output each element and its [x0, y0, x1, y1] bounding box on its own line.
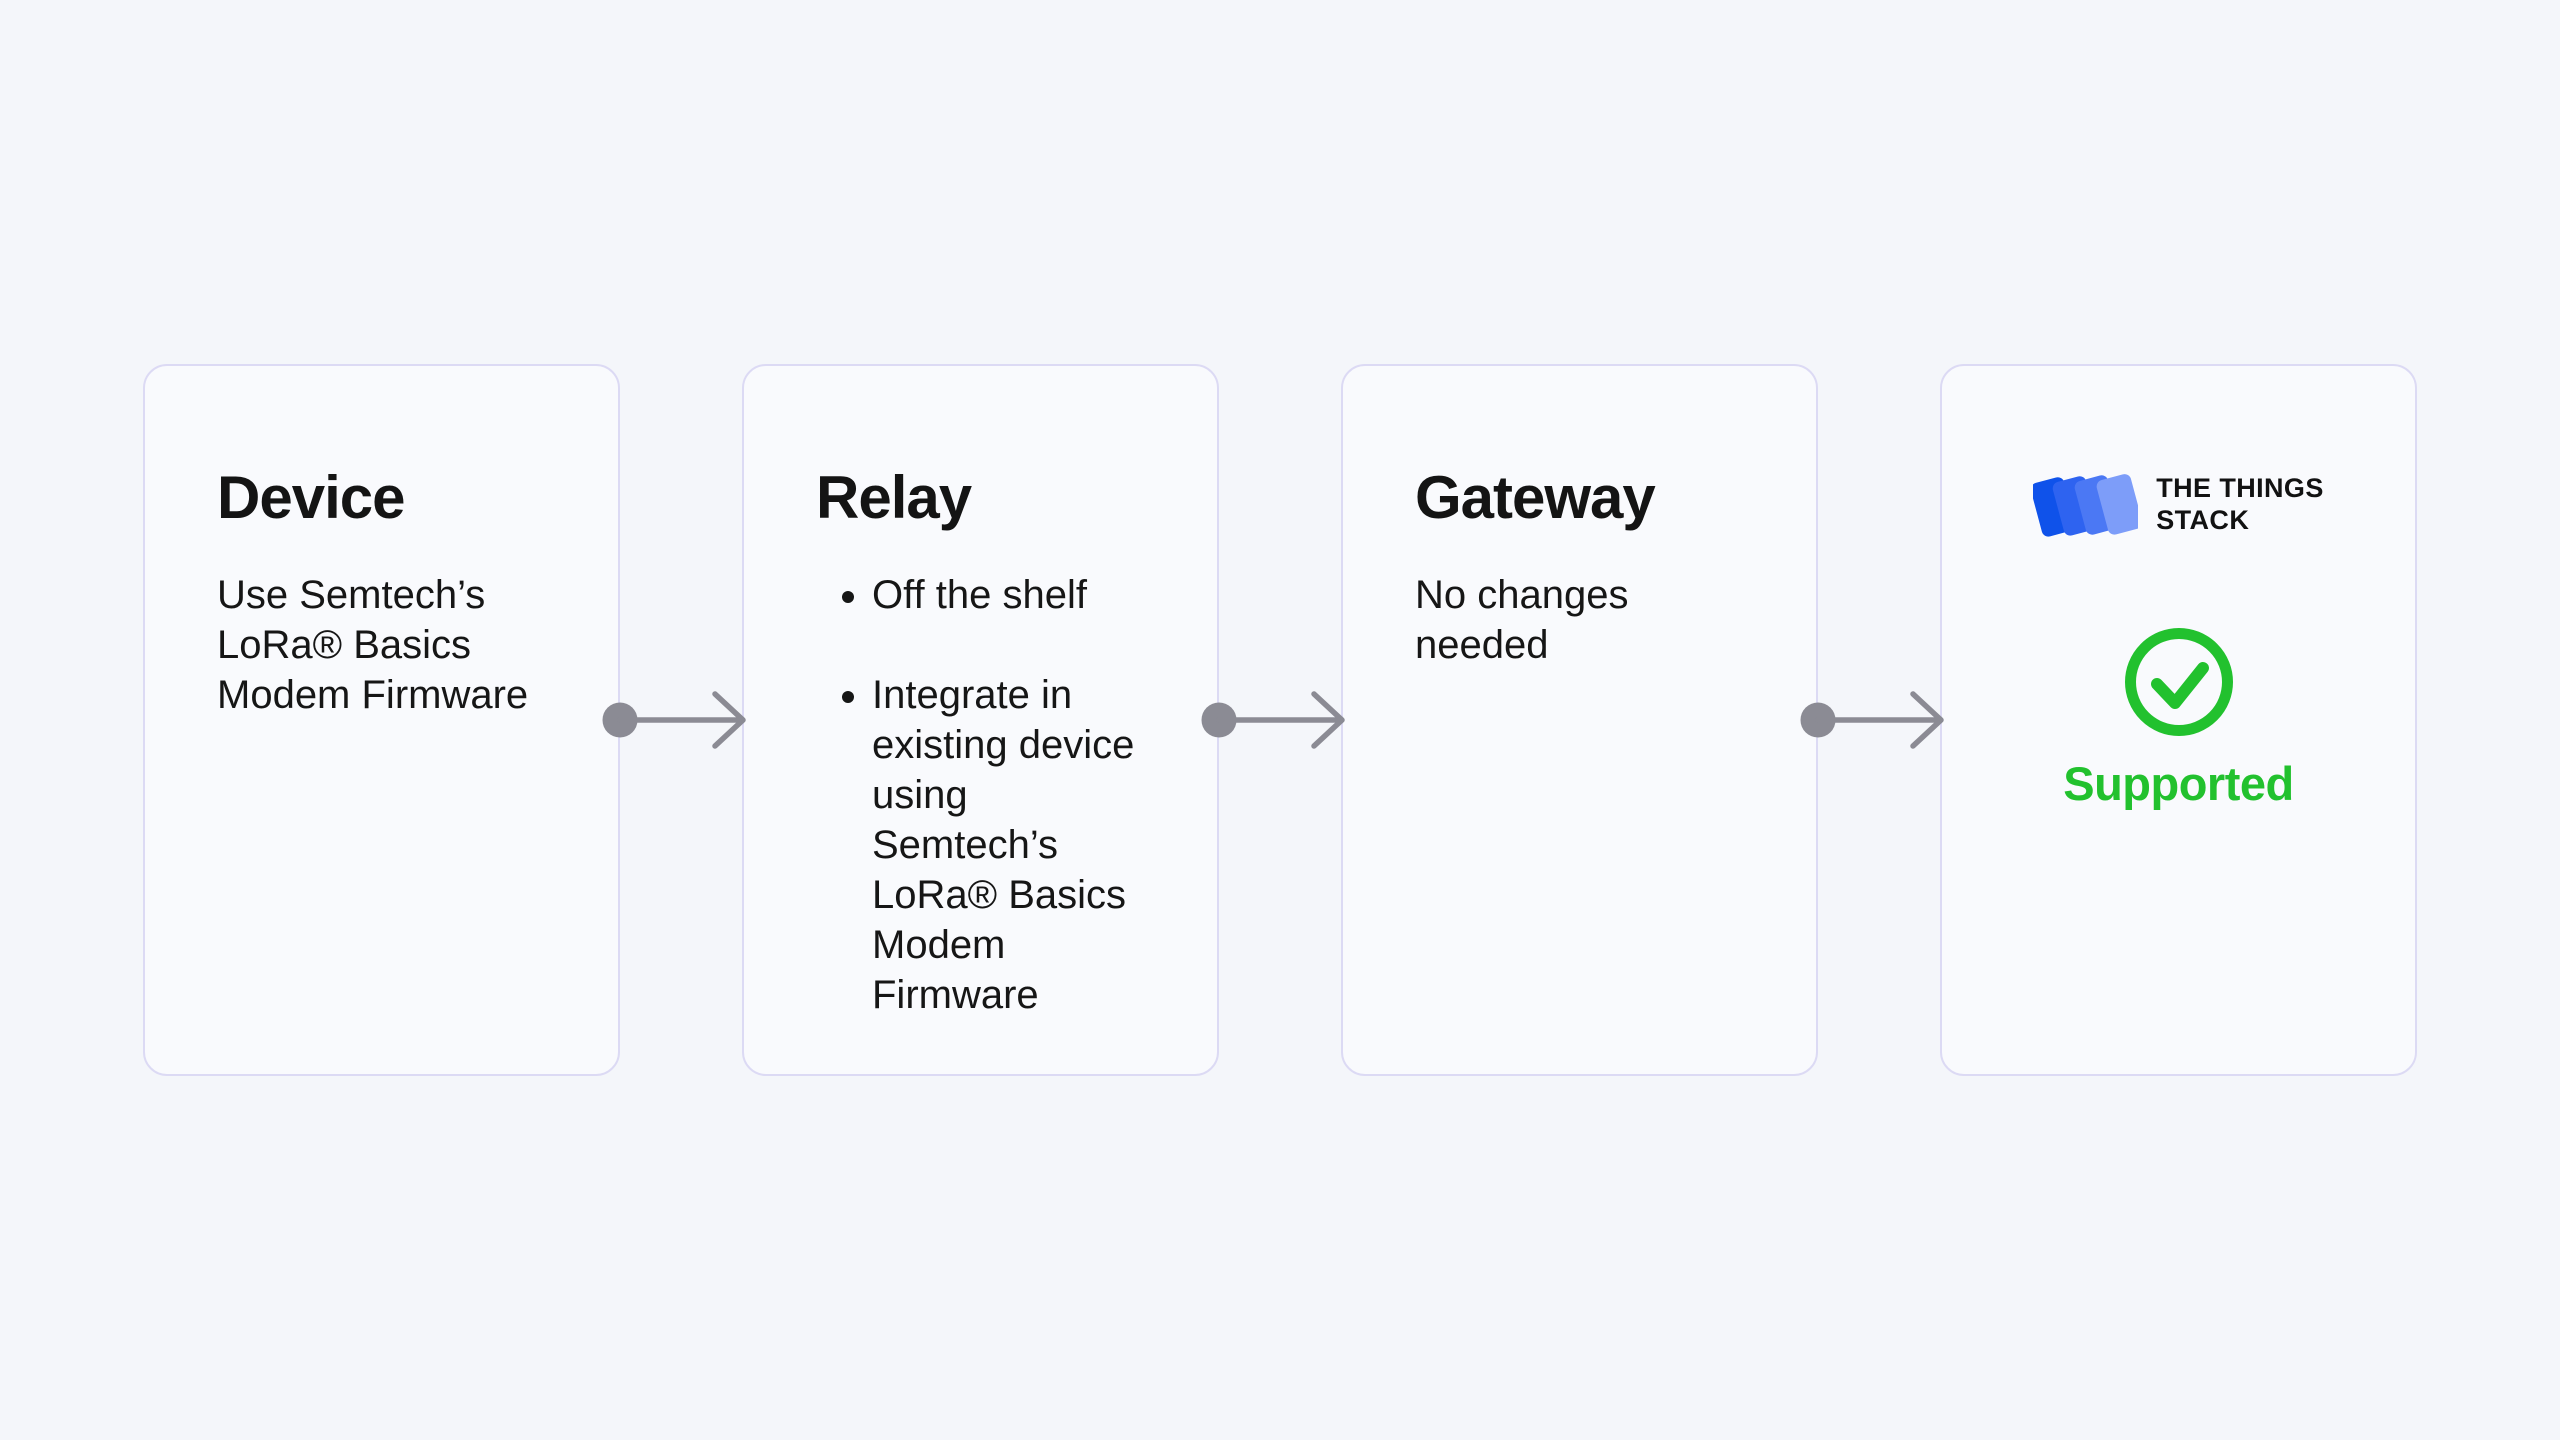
status-badge: Supported	[2063, 757, 2294, 810]
things-stack-logo: THE THINGS STACK	[2033, 470, 2324, 540]
card-things-stack: THE THINGS STACK Supported	[1940, 364, 2417, 1076]
card-body: Use Semtech’s LoRa® Basics Modem Firmwar…	[217, 573, 529, 717]
card-gateway: Gateway No changes needed	[1341, 364, 1818, 1076]
card-title: Gateway	[1415, 464, 1656, 531]
flow-connector	[1201, 688, 1345, 752]
list-item: Integrate in existing device using Semte…	[872, 670, 1157, 1020]
card-title: Device	[217, 464, 405, 531]
card-device: Device Use Semtech’s LoRa® Basics Modem …	[143, 364, 620, 1076]
flow-connector	[602, 688, 746, 752]
card-relay: Relay Off the shelf Integrate in existin…	[742, 364, 1219, 1076]
relay-bullet-list: Off the shelf Integrate in existing devi…	[816, 570, 1157, 1020]
arrow-right-icon	[602, 691, 746, 749]
card-body: No changes needed	[1415, 573, 1629, 667]
flow-connector	[1800, 688, 1944, 752]
list-item: Off the shelf	[872, 570, 1157, 620]
card-title: Relay	[816, 464, 972, 531]
things-stack-logo-icon	[2033, 474, 2139, 537]
arrow-right-icon	[1800, 691, 1944, 749]
check-circle-icon	[2124, 628, 2233, 736]
arrow-right-icon	[1201, 691, 1345, 749]
things-stack-wordmark: THE THINGS STACK	[2156, 473, 2324, 535]
